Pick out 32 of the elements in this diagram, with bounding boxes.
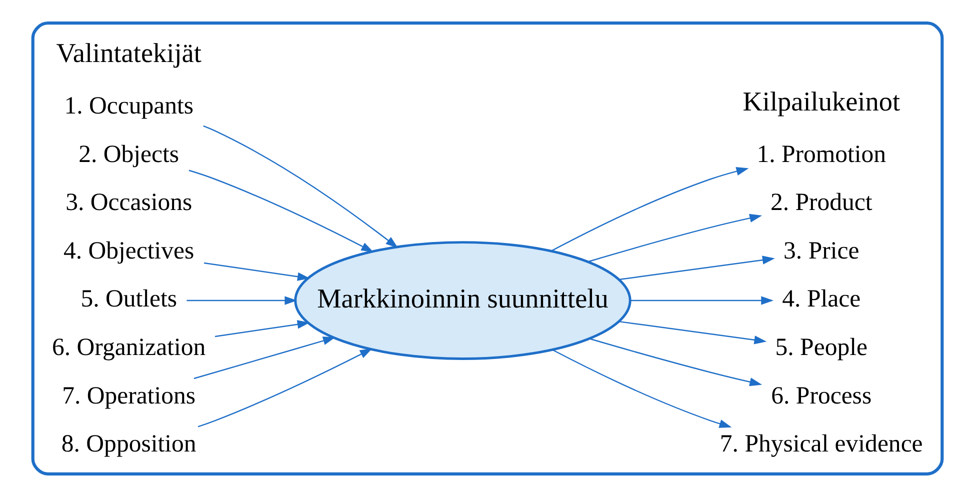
node-text: 4. Place [782, 286, 860, 313]
node-text: 3. Price [783, 237, 859, 264]
node-text: 5. People [774, 334, 867, 362]
node-text: 8. Opposition [60, 430, 196, 458]
node-text: 4. Objectives [63, 237, 194, 264]
arrow [197, 348, 372, 428]
arrow [186, 296, 297, 305]
node-text: 7. Operations [62, 382, 196, 410]
node-text: 5. Outlets [80, 286, 177, 313]
arrow [618, 256, 774, 280]
node-text: 7. Physical evidence [719, 430, 922, 458]
arrow [618, 320, 766, 344]
node-text: 6. Organization [52, 334, 206, 362]
arrow [552, 349, 732, 428]
node-text: 1. Promotion [756, 140, 886, 168]
arrow [193, 336, 335, 380]
node-text: 2. Objects [78, 140, 179, 168]
arrow [630, 296, 774, 305]
node-text: 6. Process [770, 382, 872, 410]
arrow [587, 214, 762, 262]
label: Valintatekijät [56, 38, 201, 68]
label: Kilpailukeinot [742, 86, 900, 117]
arrow [202, 125, 398, 248]
node-text: 3. Occasions [65, 189, 192, 216]
arrow [188, 170, 374, 252]
node-text: 2. Product [770, 189, 872, 216]
node-text: 1. Occupants [64, 92, 193, 120]
arrow [588, 338, 762, 386]
arrow [214, 320, 310, 338]
cluster [30, 22, 944, 476]
arrow [203, 262, 310, 281]
arrow [550, 167, 748, 252]
